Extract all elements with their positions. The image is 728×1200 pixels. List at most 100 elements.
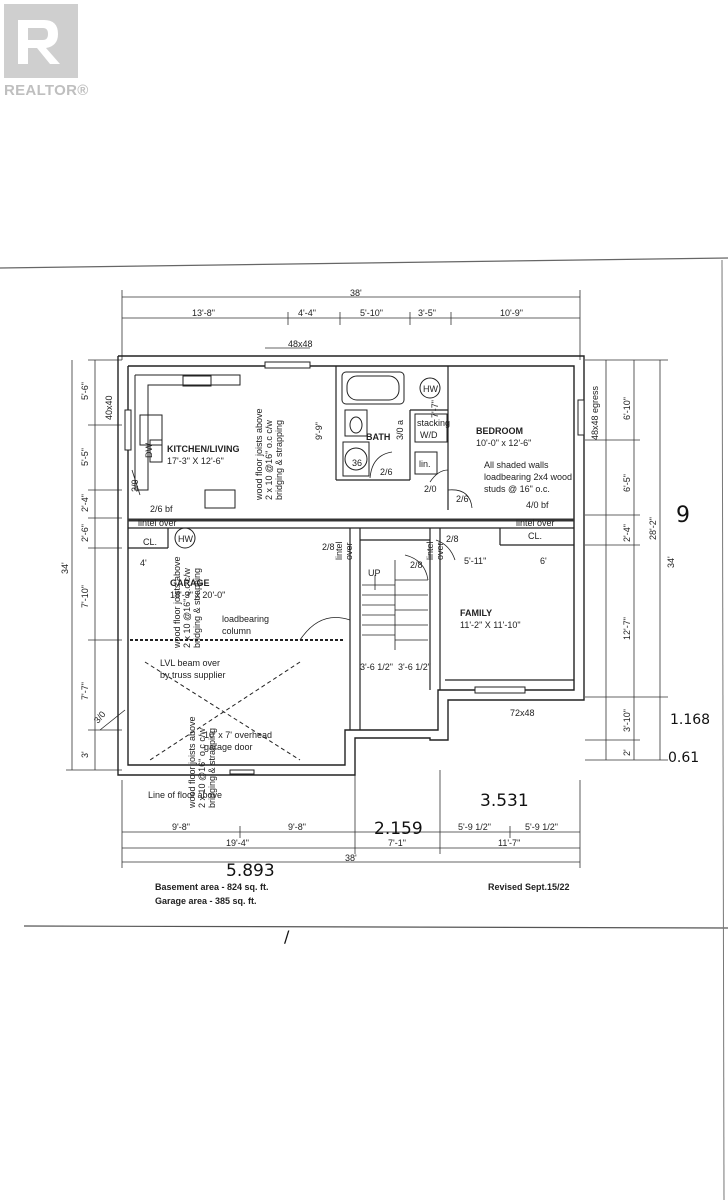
garage-size: 18'-3" x 20'-0" [170, 590, 225, 600]
sheet-top-edge [0, 257, 728, 269]
bedroom-size: 10'-0" x 12'-6" [476, 438, 531, 448]
dim-misc-2: 5'-11" [464, 556, 486, 566]
window-left-label: 40x40 [104, 395, 114, 420]
dim-misc-3: 6' [540, 556, 547, 566]
dim-left-seg-4: 2'-6" [80, 524, 90, 542]
handwritten-1168: 1.168 [670, 712, 710, 728]
joist-note-3: wood floor joists above 2 x 10 @16" o.c … [187, 716, 217, 809]
door-label-28b: 2/8 [410, 560, 423, 570]
dim-top-seg-3: 5'-10" [360, 308, 383, 318]
bath-name: BATH [366, 432, 390, 442]
joist-note-3-line-2: 2 x 10 @16" o.c c/w [197, 728, 207, 808]
handwritten-061: 0.61 [668, 750, 699, 766]
basement-area: Basement area - 824 sq. ft. [155, 882, 269, 892]
dim-bottom-1a: 9'-8" [172, 822, 190, 832]
joist-note-2: wood floor joists above 2 x 10 @16" o.c … [172, 556, 202, 649]
dim-right-seg-6: 2' [622, 749, 632, 756]
left-dimension-lines [66, 359, 122, 771]
garage-door-note-1: 10' x 7' overhead [204, 730, 272, 740]
door-label-28c: 2/8 [446, 534, 459, 544]
dishwasher-label: DW [144, 443, 154, 458]
loadbearing-note-2: loadbearing 2x4 wood [484, 472, 572, 482]
realtor-logo-icon [4, 4, 78, 78]
dim-bottom-1c: 5'-9 1/2" [458, 822, 491, 832]
kitchen-size: 17'-3" X 12'-6" [167, 456, 224, 466]
garage-area: Garage area - 385 sq. ft. [155, 896, 257, 906]
handwritten-3531: 3.531 [480, 791, 529, 811]
dim-left-total: 34' [60, 562, 70, 574]
column-note-1: loadbearing [222, 614, 269, 624]
dim-bottom-2b: 7'-1" [388, 838, 406, 848]
door-label-26: 2/6 [380, 467, 393, 477]
window-egress-label: 48x48 egress [590, 385, 600, 440]
lintel-label-3: lintel [334, 541, 344, 560]
stairs [362, 560, 428, 650]
joist-note-1: wood floor joists above 2 x 10 @16" o.c … [254, 408, 284, 501]
exterior-walls [117, 355, 585, 776]
family-size: 11'-2" X 11'-10" [460, 620, 521, 630]
joist-note-1-line-3: bridging & strapping [274, 420, 284, 500]
water-heater-2-icon [174, 527, 196, 549]
door-label-30: 3/0 [130, 479, 140, 492]
lintel-label-6: over [435, 542, 445, 560]
closet-label-2: CL. [528, 531, 542, 541]
dim-bottom-1b: 9'-8" [288, 822, 306, 832]
joist-note-3-line-3: bridging & strapping [207, 728, 217, 808]
sheet-bottom-edge [23, 925, 728, 929]
dim-left-seg-7: 3' [80, 751, 90, 758]
bottom-dimension-lines [121, 770, 581, 868]
lintel-label-2: lintel over [138, 518, 177, 528]
dim-bottom-2a: 19'-4" [226, 838, 249, 848]
door-label-30b: 3/0 [92, 709, 108, 725]
stair-width-1: 3'-6 1/2" [360, 662, 393, 672]
door-label-26bf: 2/6 bf [150, 504, 173, 514]
hw-label-2: HW [178, 534, 193, 544]
revised-date: Revised Sept.15/22 [488, 882, 570, 892]
lintel-label-4: over [344, 542, 354, 560]
dim-left-seg-2: 5'-5" [80, 448, 90, 466]
door-label-26b: 2/6 [456, 494, 469, 504]
handwritten-2159: 2.159 [374, 819, 423, 839]
floor-above-note: Line of floor above [148, 790, 222, 800]
joist-note-3-line-1: wood floor joists above [187, 716, 197, 809]
windows [124, 361, 585, 694]
dim-left-seg-5: 7'-10" [80, 585, 90, 608]
door-label-28a: 2/8 [322, 542, 335, 552]
dim-top-seg-2: 4'-4" [298, 308, 316, 318]
door-label-30a: 3/0 a [395, 420, 405, 440]
stair-width-2: 3'-6 1/2" [398, 662, 431, 672]
stacking-label: stacking [417, 418, 450, 428]
family-name: FAMILY [460, 608, 492, 618]
dim-right-seg-2: 6'-5" [622, 474, 632, 492]
joist-note-1-line-1: wood floor joists above [254, 408, 264, 501]
joist-note-2-line-2: 2 x 10 @16" o.c c/w [182, 568, 192, 648]
shower-label: 36 [352, 458, 362, 468]
lvl-note-1: LVL beam over [160, 658, 220, 668]
washer-dryer-label: W/D [420, 430, 438, 440]
dim-bottom-1d: 5'-9 1/2" [525, 822, 558, 832]
right-dimension-lines [585, 359, 668, 761]
window-top-label: 48x48 [288, 339, 313, 349]
hw-label-1: HW [423, 384, 438, 394]
loadbearing-note-1: All shaded walls [484, 460, 549, 470]
dim-top-seg-4: 3'-5" [418, 308, 436, 318]
dim-right-seg-1: 6'-10" [622, 397, 632, 420]
garage-name: GARAGE [170, 578, 210, 588]
bath-fixtures [341, 371, 448, 477]
door-label-40bf: 4/0 bf [526, 500, 549, 510]
garage-door-note-2: garage door [204, 742, 253, 752]
dim-left-seg-3: 2'-4" [80, 494, 90, 512]
interior-walls [128, 366, 574, 730]
handwritten-nine: 9 [676, 503, 690, 528]
dim-misc-4: 9'-9" [314, 422, 324, 440]
door-swings [99, 451, 473, 731]
handwritten-5893: 5.893 [226, 861, 275, 881]
garage-door-markers [144, 661, 301, 775]
dim-right-seg-4: 12'-7" [622, 617, 632, 640]
dim-left-seg-1: 5'-6" [80, 382, 90, 400]
window-family-label: 72x48 [510, 708, 535, 718]
bedroom-name: BEDROOM [476, 426, 523, 436]
dim-bottom-2c: 11'-7" [498, 838, 520, 848]
